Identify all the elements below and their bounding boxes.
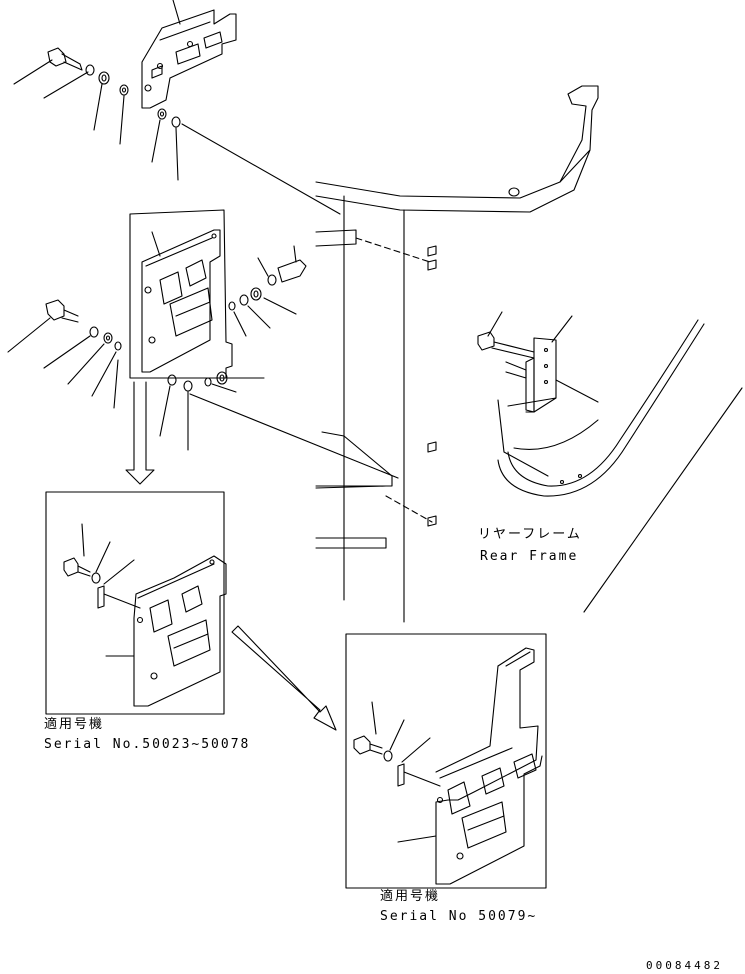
rear-frame-bracket [478, 312, 742, 612]
variant-box-1 [46, 492, 226, 714]
frame-structure [190, 86, 598, 622]
main-bracket-bolts-left [8, 300, 121, 408]
variant-box-2 [346, 634, 546, 888]
serial-label-1: Serial No.50023~50078 [44, 737, 251, 752]
serial-label-2: Serial No 50079~ [380, 909, 538, 924]
diagonal-arrow [232, 626, 336, 730]
down-arrow [126, 382, 154, 484]
top-bolt-set [14, 48, 340, 214]
drawing-code: 00084482 [646, 959, 723, 972]
applicable-label-1-jp: 適用号機 [44, 717, 105, 732]
rear-frame-label-jp: リヤーフレーム [478, 527, 582, 542]
applicable-label-2-jp: 適用号機 [380, 889, 441, 904]
main-bracket-box [130, 210, 232, 378]
main-bracket-bolts-bottom [160, 372, 264, 450]
main-bracket-bolts-right [229, 246, 306, 336]
rear-frame-label-en: Rear Frame [480, 549, 579, 564]
top-bracket [142, 0, 236, 108]
